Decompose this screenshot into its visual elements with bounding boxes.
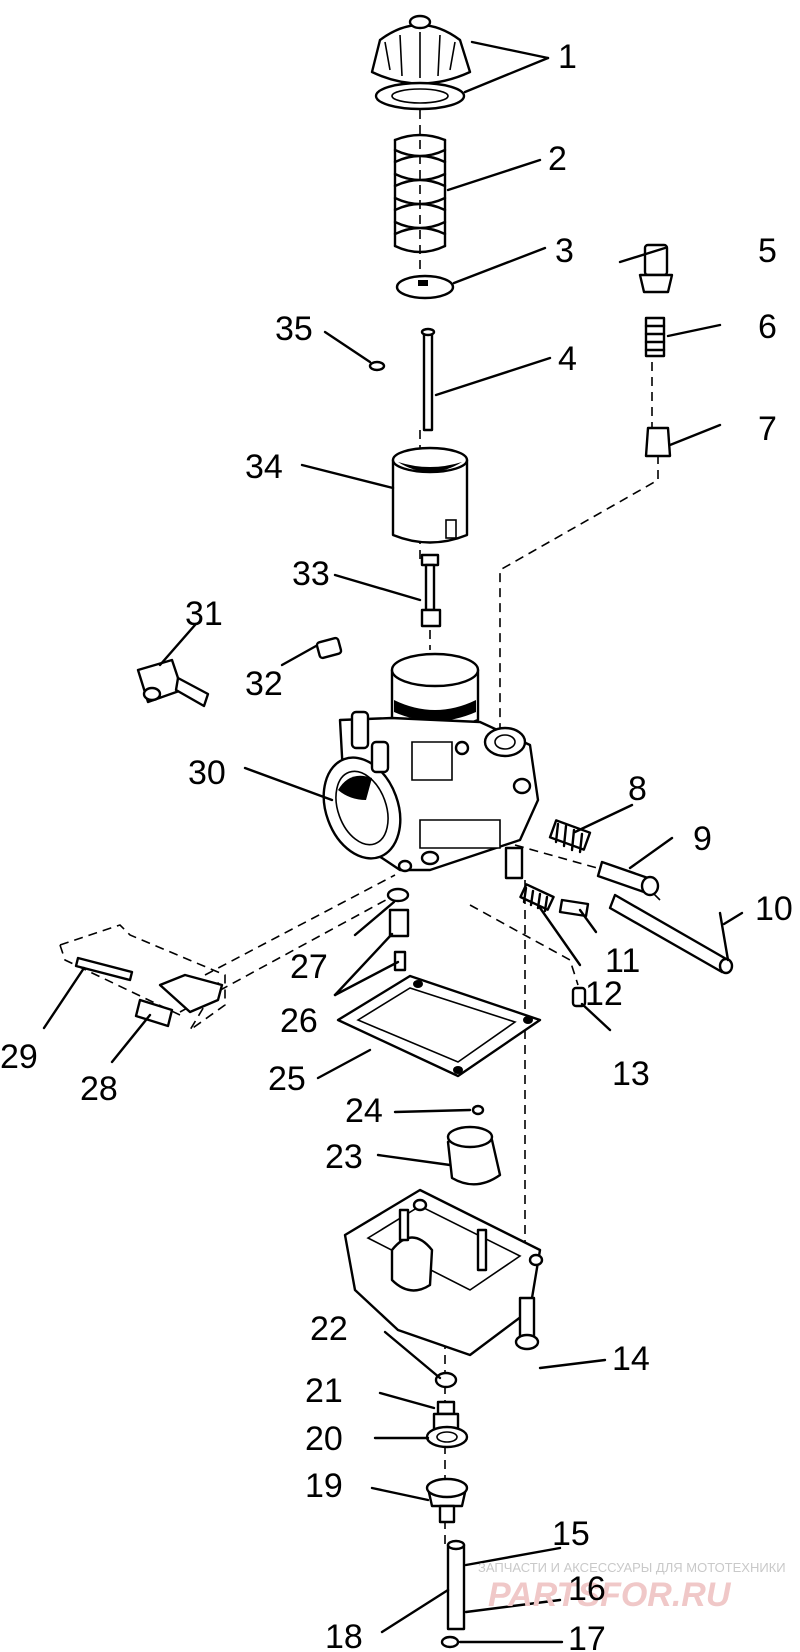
part-1-cap-and-washer bbox=[370, 14, 472, 111]
part-23-float bbox=[446, 1125, 502, 1186]
part-8-idle-spring bbox=[548, 819, 592, 854]
part-17-screw bbox=[440, 1635, 460, 1649]
callout-19: 19 bbox=[305, 1467, 343, 1505]
callout-28: 28 bbox=[80, 1070, 118, 1108]
part-20-o-ring bbox=[425, 1425, 469, 1449]
callout-33: 33 bbox=[292, 555, 330, 593]
part-26-main-jet bbox=[388, 908, 410, 972]
callout-23: 23 bbox=[325, 1138, 363, 1176]
part-4-jet-needle bbox=[420, 327, 436, 432]
part-35-clip bbox=[368, 360, 386, 372]
callout-16: 16 bbox=[568, 1570, 606, 1608]
part-30-carburetor-body bbox=[322, 652, 540, 880]
watermark-tagline: ЗАПЧАСТИ И АКСЕССУАРЫ ДЛЯ МОТОТЕХНИКИ bbox=[478, 1560, 786, 1575]
part-12-pilot-spring bbox=[519, 883, 555, 913]
part-9-idle-screw bbox=[596, 860, 660, 897]
part-7-adjuster-nut bbox=[644, 426, 672, 458]
callout-7: 7 bbox=[758, 410, 777, 448]
callout-27: 27 bbox=[290, 948, 328, 986]
part-31-choke-plunger bbox=[136, 658, 210, 708]
callout-8: 8 bbox=[628, 770, 647, 808]
part-2-spring bbox=[393, 133, 447, 254]
watermark-brand: PARTSFOR.RU bbox=[488, 1576, 732, 1614]
callout-24: 24 bbox=[345, 1092, 383, 1130]
callout-11: 11 bbox=[605, 942, 640, 980]
callout-numbers: 1 2 3 4 5 6 7 8 9 10 11 12 13 14 15 16 1… bbox=[0, 38, 793, 1652]
part-15-16-tube bbox=[446, 1539, 466, 1631]
callout-26: 26 bbox=[280, 1002, 318, 1040]
callout-2: 2 bbox=[548, 140, 567, 178]
part-14-bowl-screw bbox=[514, 1296, 540, 1351]
part-24-float-pin bbox=[471, 1104, 485, 1116]
part-13-screw bbox=[571, 986, 587, 1008]
part-3-retainer-plate bbox=[395, 274, 455, 300]
part-33-needle-jet bbox=[420, 553, 442, 628]
part-29-drain-hose bbox=[74, 956, 134, 982]
callout-10: 10 bbox=[755, 890, 793, 928]
part-25-float-bowl-gasket bbox=[336, 974, 542, 1078]
part-5-cable-adjuster bbox=[638, 243, 674, 294]
callout-31: 31 bbox=[185, 595, 223, 633]
callout-25: 25 bbox=[268, 1060, 306, 1098]
callout-30: 30 bbox=[188, 754, 226, 792]
callout-29: 29 bbox=[0, 1038, 38, 1076]
part-21-drain-jet bbox=[432, 1400, 460, 1432]
callout-32: 32 bbox=[245, 665, 283, 703]
callout-15: 15 bbox=[552, 1515, 590, 1553]
part-34-throttle-slide bbox=[391, 446, 469, 544]
part-10-shaft bbox=[608, 893, 734, 975]
callout-13: 13 bbox=[612, 1055, 650, 1093]
callout-17: 17 bbox=[568, 1620, 606, 1652]
callout-35: 35 bbox=[275, 310, 313, 348]
callout-1: 1 bbox=[558, 38, 577, 76]
part-22-washer bbox=[434, 1371, 458, 1389]
leader-lines bbox=[42, 40, 744, 1644]
watermark: ЗАПЧАСТИ И АКСЕССУАРЫ ДЛЯ МОТОТЕХНИКИ PA… bbox=[478, 1560, 786, 1614]
callout-20: 20 bbox=[305, 1420, 343, 1458]
part-6-adjuster-spring bbox=[644, 316, 666, 358]
callout-12: 12 bbox=[585, 975, 623, 1013]
callout-21: 21 bbox=[305, 1372, 343, 1410]
float-bowl bbox=[343, 1188, 544, 1357]
part-27-washer bbox=[386, 887, 410, 903]
callout-4: 4 bbox=[558, 340, 577, 378]
callout-3: 3 bbox=[555, 232, 574, 270]
part-19-drain-plug bbox=[425, 1477, 469, 1524]
callout-5: 5 bbox=[758, 232, 777, 270]
callout-22: 22 bbox=[310, 1310, 348, 1348]
callout-18: 18 bbox=[325, 1618, 363, 1652]
assembly-guide-lines bbox=[59, 110, 661, 1545]
callout-6: 6 bbox=[758, 308, 777, 346]
part-32-plug bbox=[315, 636, 343, 660]
callout-14: 14 bbox=[612, 1340, 650, 1378]
part-28-hose-clip bbox=[134, 973, 224, 1028]
callout-34: 34 bbox=[245, 448, 283, 486]
callout-9: 9 bbox=[693, 820, 712, 858]
